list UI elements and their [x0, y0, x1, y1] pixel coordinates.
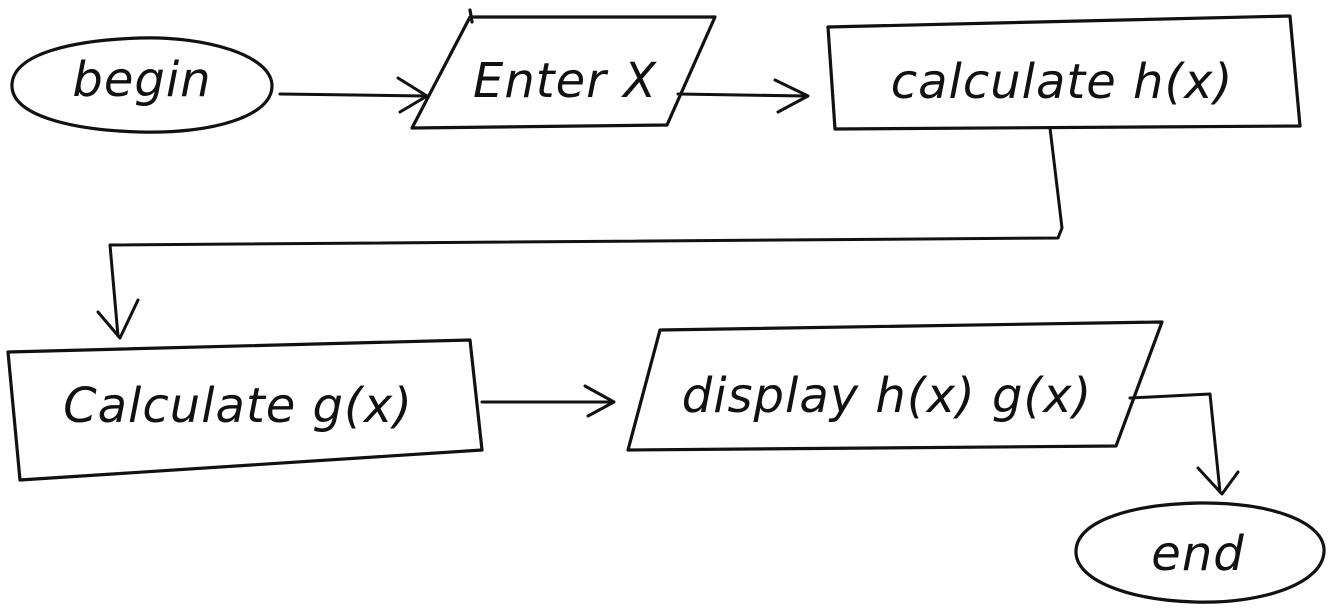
node-enter-x: Enter X: [410, 8, 717, 130]
edge-enter-to-calc-h-line: [676, 92, 808, 98]
edge-calc-g-to-display-arrowhead: [583, 384, 616, 418]
edge-display-to-end-line: [1128, 392, 1222, 494]
node-begin: begin: [10, 36, 274, 134]
edge-display-to-end: [1128, 392, 1240, 496]
enter-x-top-stroke-overhang: [468, 8, 474, 24]
edge-display-to-end-arrowhead: [1196, 466, 1240, 496]
enter-x-io-shape: [410, 15, 717, 130]
end-label: end: [1151, 526, 1244, 582]
edge-calc-h-to-calc-g: [96, 126, 1064, 340]
calculate-h-process-shape: [826, 14, 1302, 131]
calculate-h-label: calculate h(x): [891, 54, 1234, 110]
display-label: display h(x) g(x): [682, 368, 1093, 424]
end-terminator-shape: [1074, 501, 1326, 604]
edge-enter-to-calc-h-arrowhead: [773, 78, 810, 114]
node-calculate-g: Calculate g(x): [6, 338, 484, 482]
edge-calc-h-to-calc-g-arrowhead: [96, 298, 140, 340]
enter-x-label: Enter X: [473, 53, 657, 109]
display-io-shape: [626, 320, 1164, 452]
edge-enter-to-calc-h: [676, 78, 810, 114]
edge-begin-to-enter-arrowhead: [396, 76, 429, 114]
node-calculate-h: calculate h(x): [826, 14, 1302, 131]
calculate-g-process-shape: [6, 338, 484, 482]
edge-calc-h-to-calc-g-line: [108, 126, 1064, 338]
edge-begin-to-enter-line: [278, 92, 427, 98]
begin-terminator-shape: [10, 36, 274, 134]
edge-calc-g-to-display: [480, 384, 616, 418]
node-end: end: [1074, 501, 1326, 604]
edge-begin-to-enter: [278, 76, 429, 114]
node-display: display h(x) g(x): [626, 320, 1164, 452]
calculate-g-label: Calculate g(x): [63, 378, 413, 434]
begin-label: begin: [72, 52, 211, 108]
